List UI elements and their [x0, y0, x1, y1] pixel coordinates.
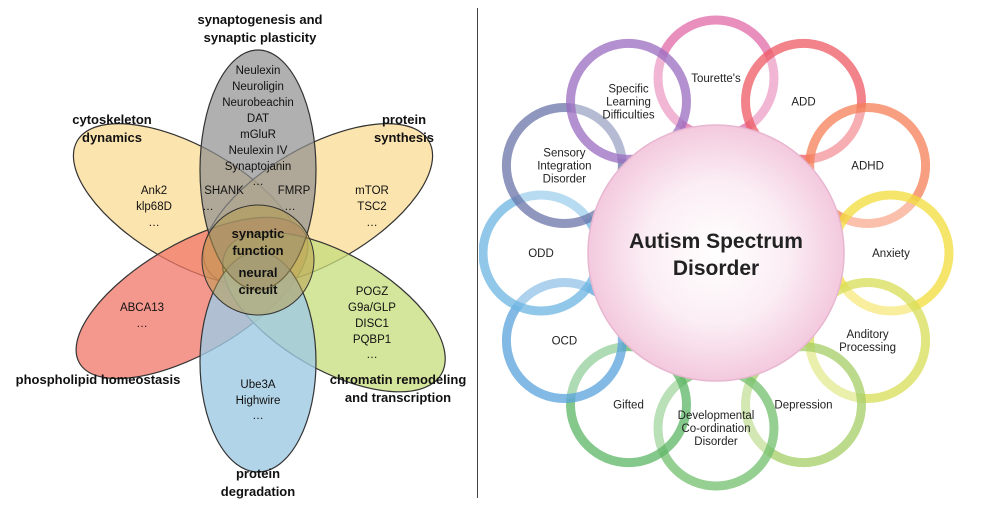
venn-center — [201, 204, 315, 316]
overlap-fmrp-dots: … — [284, 201, 296, 213]
region-label-cytoskeleton-2: dynamics — [82, 130, 142, 145]
cytoskeleton-gene-list: Ank2 klp68D … — [136, 185, 172, 229]
condition-label: Co-ordination — [681, 423, 750, 435]
phospholipid-gene-list: ABCA13 … — [120, 302, 164, 330]
condition-label: Integration — [537, 161, 591, 173]
degradation-gene-list: Ube3A Highwire … — [236, 379, 281, 422]
gene-item: … — [252, 410, 264, 422]
gene-item: PQBP1 — [353, 334, 391, 346]
gene-item: DISC1 — [355, 318, 389, 330]
center-label-1: synaptic — [232, 226, 285, 241]
gene-item: Highwire — [236, 395, 281, 407]
condition-label: OCD — [552, 336, 578, 348]
condition-label: Anxiety — [872, 248, 910, 260]
condition-label: Developmental — [678, 410, 755, 422]
panel-divider — [477, 8, 478, 498]
region-label-phospholipid: phospholipid homeostasis — [16, 372, 181, 387]
condition-label: Tourette's — [691, 73, 741, 85]
venn-diagram: synaptogenesis and synaptic plasticity c… — [16, 12, 467, 499]
center-circle — [587, 124, 845, 382]
region-label-degradation-2: degradation — [221, 484, 295, 499]
region-label-synaptogenesis-2: synaptic plasticity — [204, 30, 317, 45]
condition-label: ADHD — [851, 161, 884, 173]
center-title-2: Disorder — [673, 257, 759, 280]
gene-item: … — [252, 176, 264, 188]
center-title-1: Autism Spectrum — [629, 230, 803, 253]
gene-item: TSC2 — [357, 201, 386, 213]
gene-item: Neuroligin — [232, 81, 284, 93]
gene-function-venn-panel: synaptogenesis and synaptic plasticity c… — [0, 0, 478, 515]
condition-label: ADD — [791, 96, 815, 108]
gene-item: Neurobeachin — [222, 97, 294, 109]
region-label-synaptogenesis-1: synaptogenesis and — [198, 12, 323, 27]
gene-item: … — [136, 318, 148, 330]
chromatin-gene-list: POGZ G9a/GLP DISC1 PQBP1 … — [348, 286, 396, 361]
condition-label: Gifted — [613, 400, 644, 412]
gene-item: mTOR — [355, 185, 389, 197]
protein-synthesis-gene-list: mTOR TSC2 … — [355, 185, 389, 229]
ring-circles — [479, 15, 954, 491]
region-label-protein-synthesis-2: synthesis — [374, 130, 434, 145]
center-label-2: function — [232, 243, 283, 258]
region-label-degradation-1: protein — [236, 466, 280, 481]
center-label-4: circuit — [238, 282, 278, 297]
gene-item: … — [366, 217, 378, 229]
condition-label: Learning — [606, 96, 651, 108]
condition-label: ODD — [528, 248, 554, 260]
region-label-cytoskeleton-1: cytoskeleton — [72, 112, 152, 127]
overlap-shank: SHANK — [204, 185, 244, 197]
gene-item: Synaptojanin — [225, 161, 292, 173]
gene-item: ABCA13 — [120, 302, 164, 314]
condition-label: Anditory — [847, 329, 889, 341]
overlap-shank-dots: … — [202, 201, 214, 213]
region-label-protein-synthesis-1: protein — [382, 112, 426, 127]
region-label-chromatin-2: and transcription — [345, 390, 451, 405]
condition-label: Depression — [774, 400, 832, 412]
gene-item: DAT — [247, 113, 269, 125]
overlap-fmrp: FMRP — [278, 185, 311, 197]
gene-item: Neulexin — [236, 65, 281, 77]
gene-item: … — [366, 349, 378, 361]
center-label-3: neural — [238, 265, 277, 280]
condition-label: Processing — [839, 342, 896, 354]
gene-item: … — [148, 217, 160, 229]
region-label-chromatin-1: chromatin remodeling — [330, 372, 467, 387]
condition-label: Difficulties — [602, 109, 654, 121]
condition-label: Sensory — [543, 148, 585, 160]
condition-label: Specific — [608, 83, 649, 95]
gene-item: Neulexin IV — [229, 145, 288, 157]
gene-item: Ank2 — [141, 185, 167, 197]
gene-item: mGluR — [240, 129, 276, 141]
gene-item: G9a/GLP — [348, 302, 396, 314]
condition-label: Disorder — [543, 174, 587, 186]
gene-item: Ube3A — [240, 379, 275, 391]
condition-label: Disorder — [694, 436, 738, 448]
gene-item: POGZ — [356, 286, 389, 298]
synaptogenesis-gene-list: Neulexin Neuroligin Neurobeachin DAT mGl… — [222, 65, 294, 188]
gene-item: klp68D — [136, 201, 172, 213]
